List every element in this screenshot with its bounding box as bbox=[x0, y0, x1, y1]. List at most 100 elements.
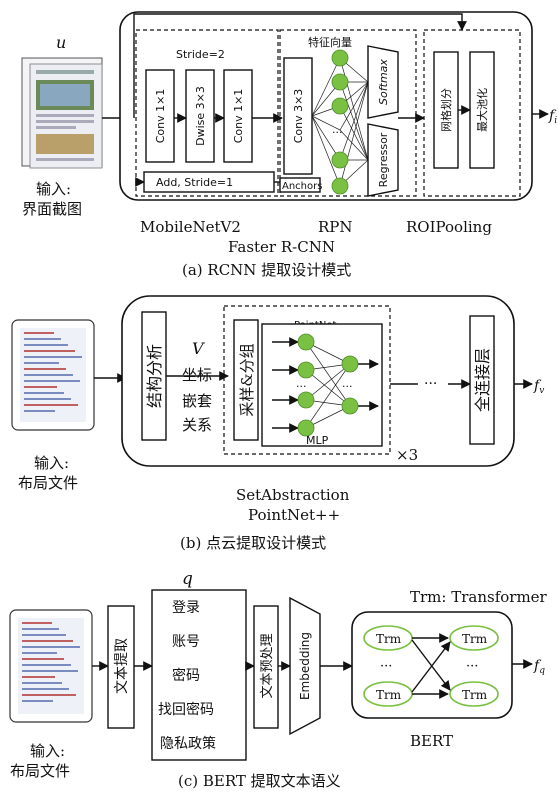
trm-label-tl: Trm bbox=[376, 632, 402, 646]
pointnet-node bbox=[341, 397, 359, 415]
conv1-label: Conv 1×1 bbox=[154, 89, 167, 144]
input-label-c-2: 布局文件 bbox=[10, 762, 70, 780]
trm-legend: Trm: Transformer bbox=[410, 588, 548, 606]
rpn-node bbox=[331, 151, 349, 169]
input-label-a-1: 输入: bbox=[36, 180, 71, 198]
mlp-label: MLP bbox=[306, 434, 329, 447]
input-label-b-1: 输入: bbox=[34, 454, 69, 472]
V-label: V bbox=[192, 339, 205, 358]
trm-label-bl: Trm bbox=[376, 688, 402, 702]
out-c: fq bbox=[533, 658, 545, 676]
sample-label: 采样&分组 bbox=[238, 343, 256, 416]
roipooling-caption: ROIPooling bbox=[406, 218, 492, 236]
roipooling-block bbox=[423, 29, 521, 197]
softmax-box bbox=[367, 45, 399, 119]
relation-label: 关系 bbox=[182, 416, 212, 434]
input-label-a-2: 界面截图 bbox=[22, 200, 82, 218]
screenshot-image bbox=[21, 57, 103, 169]
layout-file-image-b bbox=[11, 319, 95, 431]
out-a: fi bbox=[548, 108, 557, 126]
panel-b: 输入: 布局文件 结构分析 V 坐标 嵌套 关系 PointNet 采样&分组 … bbox=[11, 295, 544, 552]
preprocess-label: 文本预处理 bbox=[260, 633, 275, 698]
mobilenet-caption: MobileNetV2 bbox=[140, 218, 241, 236]
feature-vector-label: 特征向量 bbox=[308, 35, 352, 49]
dwise-label: Dwise 3×3 bbox=[194, 86, 207, 146]
rpn-block bbox=[279, 29, 417, 197]
u-label: u bbox=[56, 33, 66, 52]
anchors-box bbox=[279, 177, 321, 193]
trm-node-br bbox=[449, 681, 499, 707]
caption-c: (c) BERT 提取文本语义 bbox=[178, 772, 341, 790]
trm-node-tr bbox=[449, 625, 499, 651]
add-label: Add, Stride=1 bbox=[156, 176, 233, 189]
pointnet-node bbox=[297, 391, 315, 409]
word-1: 账号 bbox=[172, 634, 200, 650]
panel-c: 输入: 布局文件 文本提取 q 登录 账号 密码 找回密码 隐私政策 文本预处理… bbox=[9, 569, 548, 790]
rpn-node bbox=[331, 97, 349, 115]
dots-c-left: ··· bbox=[380, 659, 392, 674]
out-b: fv bbox=[533, 378, 544, 396]
rpn-node bbox=[331, 73, 349, 91]
word-2: 密码 bbox=[172, 667, 200, 684]
textextract-label: 文本提取 bbox=[114, 638, 130, 694]
softmax-label: Softmax bbox=[377, 59, 390, 105]
word-3: 找回密码 bbox=[158, 701, 214, 718]
word-0: 登录 bbox=[172, 600, 200, 616]
pointnetpp-caption: PointNet++ bbox=[248, 506, 340, 524]
fc-box bbox=[469, 315, 495, 445]
trm-label-tr: Trm bbox=[462, 632, 488, 646]
bert-caption: BERT bbox=[410, 732, 453, 750]
pointnet-node bbox=[297, 333, 315, 351]
rpn-conv-label: Conv 3×3 bbox=[292, 89, 305, 144]
rpn-node bbox=[331, 49, 349, 67]
pointnet-node bbox=[297, 361, 315, 379]
grid-box bbox=[433, 51, 459, 169]
regressor-label: Regressor bbox=[377, 132, 390, 187]
layout-file-image-c bbox=[9, 609, 93, 723]
embedding-box bbox=[289, 596, 321, 736]
caption-b: (b) 点云提取设计模式 bbox=[180, 534, 326, 552]
textextract-box bbox=[107, 605, 135, 729]
svg-text:···: ··· bbox=[296, 380, 307, 393]
maxpool-label: 最大池化 bbox=[475, 88, 489, 132]
trm-label-br: Trm bbox=[462, 688, 488, 702]
pointnet-network: ··· ··· bbox=[272, 333, 379, 437]
fc-label: 全连接层 bbox=[473, 348, 492, 412]
dots-b: ··· bbox=[424, 376, 437, 392]
input-label-b-2: 布局文件 bbox=[18, 474, 78, 492]
setabs-caption: SetAbstraction bbox=[236, 486, 350, 504]
word-4: 隐私政策 bbox=[160, 735, 216, 752]
mobilenet-block bbox=[135, 29, 279, 197]
pointnet-inner bbox=[261, 323, 383, 447]
rpn-caption: RPN bbox=[318, 218, 353, 236]
maxpool-box bbox=[469, 51, 495, 169]
struct-label: 结构分析 bbox=[145, 344, 164, 408]
rcnn-frame bbox=[119, 11, 533, 201]
regressor-box bbox=[367, 123, 399, 197]
q-label: q bbox=[182, 569, 193, 589]
grid-label: 网格划分 bbox=[439, 88, 453, 132]
pointnet-node bbox=[297, 419, 315, 437]
nest-label: 嵌套 bbox=[182, 392, 212, 410]
sample-box bbox=[233, 319, 259, 441]
words-box bbox=[151, 589, 247, 761]
stride2-label: Stride=2 bbox=[176, 48, 225, 61]
caption-a: (a) RCNN 提取设计模式 bbox=[182, 261, 351, 279]
coord-label: 坐标 bbox=[182, 366, 212, 384]
pointnet-node bbox=[341, 355, 359, 373]
embedding-label: Embedding bbox=[298, 632, 312, 700]
conv1-box bbox=[145, 69, 175, 163]
faster-rcnn-caption: Faster R-CNN bbox=[228, 238, 335, 256]
rpn-network: ··· bbox=[311, 49, 369, 195]
rpn-node bbox=[331, 177, 349, 195]
dots-c-right: ··· bbox=[466, 659, 478, 674]
preprocess-box bbox=[253, 605, 279, 729]
conv2-label: Conv 1×1 bbox=[232, 89, 245, 144]
svg-text:···: ··· bbox=[342, 380, 353, 393]
panel-a: u 输入: 界面截图 Stride=2 Conv 1×1 Dwise 3×3 bbox=[21, 11, 557, 279]
anchors-label: Anchors bbox=[282, 181, 322, 192]
times3-label: ×3 bbox=[396, 446, 418, 464]
input-label-c-1: 输入: bbox=[30, 742, 65, 760]
setabstraction-block bbox=[223, 305, 391, 455]
